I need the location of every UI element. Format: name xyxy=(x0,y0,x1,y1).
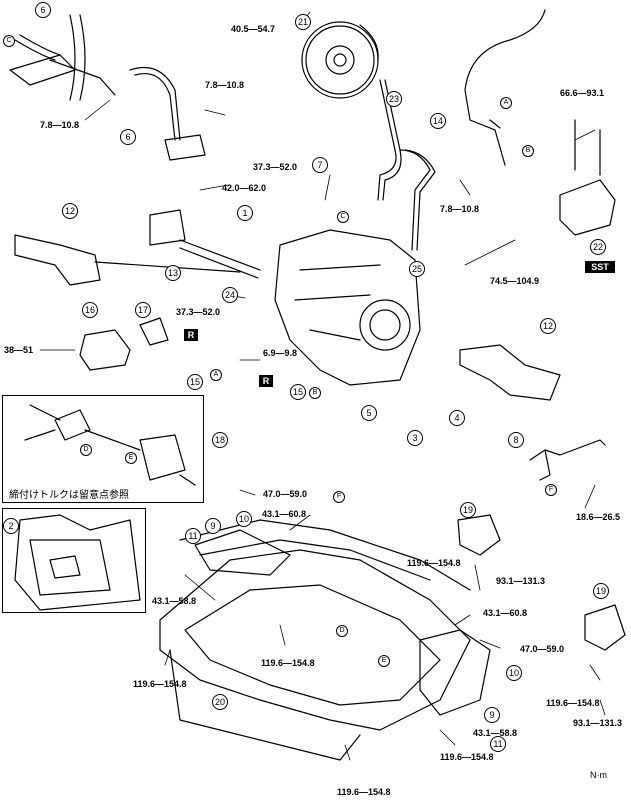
drive-shaft-left-12 xyxy=(14,209,261,286)
callout-18: 18 xyxy=(212,432,228,448)
callout-16: 16 xyxy=(82,302,98,318)
letter-callout-a: A xyxy=(500,97,512,109)
letter-callout-f: F xyxy=(545,484,557,496)
sst-tag: SST xyxy=(585,261,615,273)
torque-label: 40.5—54.7 xyxy=(231,24,276,34)
torque-label: 119.6—154.8 xyxy=(440,752,494,762)
callout-9: 9 xyxy=(205,518,221,534)
callout-25: 25 xyxy=(409,261,425,277)
letter-callout-c: C xyxy=(337,211,349,223)
transaxle-25 xyxy=(274,229,421,386)
callout-7: 7 xyxy=(312,157,328,173)
callout-11: 11 xyxy=(490,736,506,752)
callout-19: 19 xyxy=(460,502,476,518)
callout-6: 6 xyxy=(35,2,51,18)
callout-3: 3 xyxy=(407,430,423,446)
torque-label: 93.1—131.3 xyxy=(573,718,623,728)
letter-callout-d: D xyxy=(336,625,348,637)
torque-label: 7.8—10.8 xyxy=(440,204,480,214)
detail-view-2 xyxy=(14,514,141,611)
bracket-18-detail xyxy=(24,404,196,486)
transaxle-mount-22 xyxy=(559,119,616,236)
letter-callout-e: E xyxy=(378,655,390,667)
torque-label: 43.1—58.8 xyxy=(152,596,197,606)
callout-22: 22 xyxy=(590,239,606,255)
crossmember-20 xyxy=(159,519,471,761)
torque-label: 47.0—59.0 xyxy=(520,644,565,654)
callout-21: 21 xyxy=(295,14,311,30)
torque-label: 93.1—131.3 xyxy=(496,576,546,586)
torque-label: 7.8—10.8 xyxy=(40,120,80,130)
callout-1: 1 xyxy=(237,205,253,221)
torque-label: 74.5—104.9 xyxy=(490,276,540,286)
callout-2: 2 xyxy=(3,518,19,534)
harness-bracket-6a xyxy=(9,14,116,101)
torque-label: 119.6—154.8 xyxy=(133,679,187,689)
lower-arm-left-11 xyxy=(194,529,291,576)
torque-note: 締付けトルクは留意点参照 xyxy=(9,490,129,501)
callout-10: 10 xyxy=(506,665,522,681)
shift-cable-14 xyxy=(464,9,546,166)
torque-label: 18.6—26.5 xyxy=(576,512,621,522)
unit-label: N·m xyxy=(590,770,607,780)
oil-level-gauge-23 xyxy=(377,79,436,251)
tie-rod-end-8 xyxy=(529,439,606,481)
letter-callout-b: B xyxy=(522,145,534,157)
drive-shaft-right-12 xyxy=(459,344,561,401)
r-tag: R xyxy=(259,375,273,387)
letter-callout-a: A xyxy=(210,369,222,381)
r-tag: R xyxy=(184,329,198,341)
torque-label: 119.6—154.8 xyxy=(261,658,315,668)
torque-label: 43.1—60.8 xyxy=(483,608,528,618)
callout-14: 14 xyxy=(430,113,446,129)
torque-label: 6.9—9.8 xyxy=(263,348,298,358)
detail-view-box xyxy=(2,508,146,613)
callout-4: 4 xyxy=(449,410,465,426)
callout-12: 12 xyxy=(540,318,556,334)
harness-bracket-6b xyxy=(129,66,206,161)
callout-17: 17 xyxy=(135,302,151,318)
callout-15: 15 xyxy=(290,384,306,400)
letter-callout-e: E xyxy=(125,452,137,464)
torque-label: 43.1—58.8 xyxy=(473,728,518,738)
callout-5: 5 xyxy=(361,405,377,421)
torque-label: 66.6—93.1 xyxy=(560,88,605,98)
drive-plate-21 xyxy=(301,21,379,99)
callout-20: 20 xyxy=(212,694,228,710)
torque-label: 119.6—154.8 xyxy=(407,558,461,568)
callout-19: 19 xyxy=(593,583,609,599)
letter-callout-c: C xyxy=(3,35,15,47)
letter-callout-b: B xyxy=(309,387,321,399)
torque-label: 43.1—60.8 xyxy=(262,509,307,519)
callout-15: 15 xyxy=(187,374,203,390)
torque-label: 119.6—154.8 xyxy=(337,787,391,797)
torque-label: 47.0—59.0 xyxy=(263,489,308,499)
callout-12: 12 xyxy=(62,203,78,219)
bracket-detail-box xyxy=(2,395,204,503)
lower-arm-right-11 xyxy=(419,629,491,716)
callout-8: 8 xyxy=(508,432,524,448)
torque-label: 37.3—52.0 xyxy=(176,307,221,317)
callout-6: 6 xyxy=(120,129,136,145)
callout-10: 10 xyxy=(236,511,252,527)
letter-callout-f: F xyxy=(333,491,345,503)
callout-13: 13 xyxy=(165,265,181,281)
torque-label: 38—51 xyxy=(4,345,34,355)
torque-label: 7.8—10.8 xyxy=(205,80,245,90)
callout-23: 23 xyxy=(386,91,402,107)
letter-callout-d: D xyxy=(80,444,92,456)
callout-11: 11 xyxy=(185,528,201,544)
torque-label: 42.0—62.0 xyxy=(222,183,267,193)
starter-16 xyxy=(79,317,169,371)
torque-label: 119.6—154.8 xyxy=(546,698,600,708)
mount-19 xyxy=(457,514,626,651)
callout-9: 9 xyxy=(484,707,500,723)
callout-24: 24 xyxy=(222,287,238,303)
torque-label: 37.3—52.0 xyxy=(253,162,298,172)
